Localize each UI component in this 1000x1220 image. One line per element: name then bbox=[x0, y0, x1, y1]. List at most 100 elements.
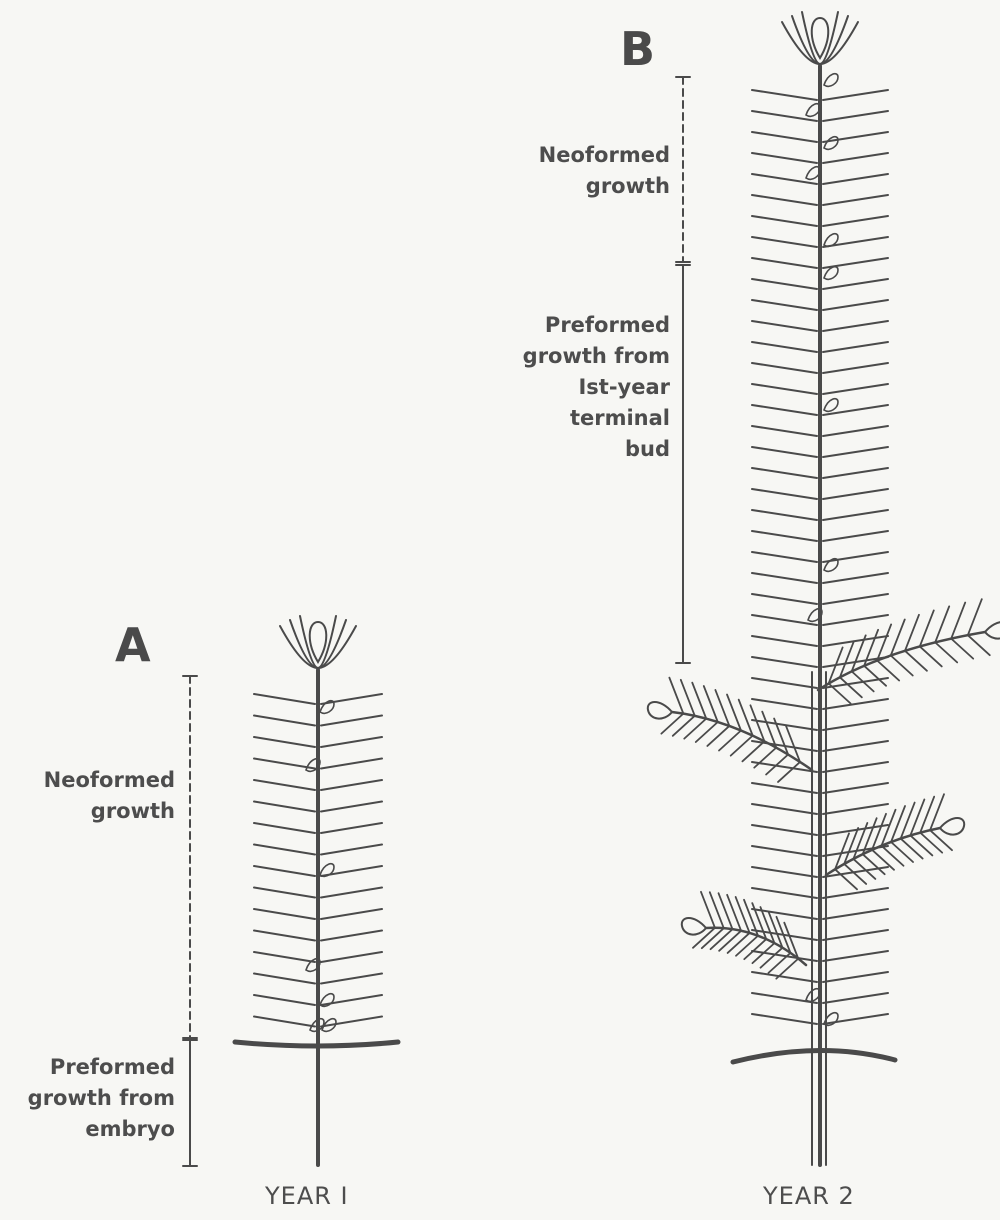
needle-left bbox=[752, 636, 817, 646]
needle-right bbox=[823, 216, 888, 226]
branch-needle bbox=[864, 666, 886, 686]
cotyledon-base bbox=[733, 1050, 895, 1062]
needle-left bbox=[752, 867, 817, 877]
branch-needle bbox=[968, 599, 982, 635]
needle-right bbox=[823, 804, 888, 814]
needle-left bbox=[752, 258, 817, 268]
panel-a-preformed-text: Preformed growth from embryo bbox=[28, 1055, 175, 1141]
branch-needle bbox=[742, 741, 764, 761]
branch-needle bbox=[891, 842, 913, 862]
needle-left bbox=[752, 279, 817, 289]
branch-bud bbox=[985, 622, 1000, 639]
needle-left bbox=[752, 132, 817, 142]
needle-right bbox=[823, 573, 888, 583]
terminal-bud bbox=[812, 18, 829, 58]
needle-right bbox=[823, 930, 888, 940]
panel-a-year-label: YEAR I bbox=[265, 1182, 349, 1210]
branch-needle bbox=[920, 646, 942, 666]
branch-needle bbox=[935, 606, 949, 642]
branch-needle bbox=[701, 892, 715, 928]
needle-right bbox=[823, 510, 888, 520]
needle-right bbox=[823, 720, 888, 730]
needle-left bbox=[752, 195, 817, 205]
needle-right bbox=[823, 363, 888, 373]
needle-right bbox=[321, 737, 382, 747]
needle-left bbox=[752, 426, 817, 436]
branch-needle bbox=[935, 642, 957, 662]
branch-needle bbox=[702, 928, 724, 948]
needle-right bbox=[823, 279, 888, 289]
needle-left bbox=[752, 783, 817, 793]
needle-right bbox=[823, 1014, 888, 1024]
branch-needle bbox=[910, 799, 924, 835]
needle-right bbox=[823, 636, 888, 646]
branch-needle bbox=[968, 635, 990, 655]
needle-right bbox=[823, 384, 888, 394]
needle-left bbox=[752, 510, 817, 520]
panel-a-neoformed-text: Neoformed growth bbox=[44, 768, 175, 823]
needle-right bbox=[321, 716, 382, 726]
terminal-bud bbox=[310, 622, 327, 662]
needle-left bbox=[752, 1014, 817, 1024]
needle-right bbox=[321, 845, 382, 855]
needle-left bbox=[752, 300, 817, 310]
needle-right bbox=[321, 780, 382, 790]
needle-left bbox=[752, 972, 817, 982]
needle-right bbox=[321, 974, 382, 984]
needle-left bbox=[752, 237, 817, 247]
needle-right bbox=[321, 909, 382, 919]
needle-right bbox=[321, 952, 382, 962]
branch-needle bbox=[761, 948, 783, 968]
needle-right bbox=[823, 153, 888, 163]
needle-right bbox=[823, 762, 888, 772]
panel-a-preformed-label: Preformed growth from embryo bbox=[0, 1052, 175, 1145]
needle-left bbox=[254, 759, 315, 769]
needle-left bbox=[254, 737, 315, 747]
branch-needle bbox=[882, 846, 904, 866]
needle-left bbox=[752, 678, 817, 688]
needle-left bbox=[254, 694, 315, 704]
needle-left bbox=[254, 716, 315, 726]
branch-bud bbox=[940, 818, 964, 835]
branch-needle bbox=[905, 651, 927, 671]
branch-needle bbox=[736, 936, 758, 956]
axillary-bud bbox=[824, 74, 838, 87]
needle-left bbox=[254, 909, 315, 919]
branch-needle bbox=[920, 610, 934, 646]
panel-b-preformed-text: Preformed growth from Ist-year terminal … bbox=[523, 313, 670, 461]
needle-left bbox=[752, 321, 817, 331]
needle-left bbox=[254, 995, 315, 1005]
branch-needle bbox=[910, 835, 932, 855]
needle-right bbox=[823, 111, 888, 121]
branch-needle bbox=[719, 893, 733, 929]
axillary-bud bbox=[824, 267, 838, 280]
needle-right bbox=[823, 174, 888, 184]
axillary-bud bbox=[824, 399, 838, 412]
needle-left bbox=[254, 1017, 315, 1027]
needle-left bbox=[752, 573, 817, 583]
panel-b-preformed-label: Preformed growth from Ist-year terminal … bbox=[520, 310, 670, 465]
needle-right bbox=[823, 993, 888, 1003]
needle-left bbox=[254, 952, 315, 962]
branch-needle bbox=[710, 892, 724, 928]
needle-right bbox=[823, 342, 888, 352]
needle-left bbox=[752, 153, 817, 163]
panel-b-year-label: YEAR 2 bbox=[763, 1182, 855, 1210]
needle-left bbox=[254, 974, 315, 984]
branch-needle bbox=[719, 931, 741, 951]
needle-right bbox=[321, 888, 382, 898]
growth-brackets bbox=[183, 77, 690, 1166]
needle-right bbox=[321, 931, 382, 941]
needle-left bbox=[752, 846, 817, 856]
branch-needle bbox=[891, 620, 905, 656]
branch-needle bbox=[891, 656, 913, 676]
needle-right bbox=[823, 447, 888, 457]
branch-needle bbox=[778, 762, 800, 782]
branch-bud bbox=[648, 702, 672, 719]
branch-needle bbox=[727, 895, 741, 931]
needle-left bbox=[752, 363, 817, 373]
needle-right bbox=[823, 321, 888, 331]
needle-left bbox=[254, 845, 315, 855]
needle-left bbox=[752, 447, 817, 457]
